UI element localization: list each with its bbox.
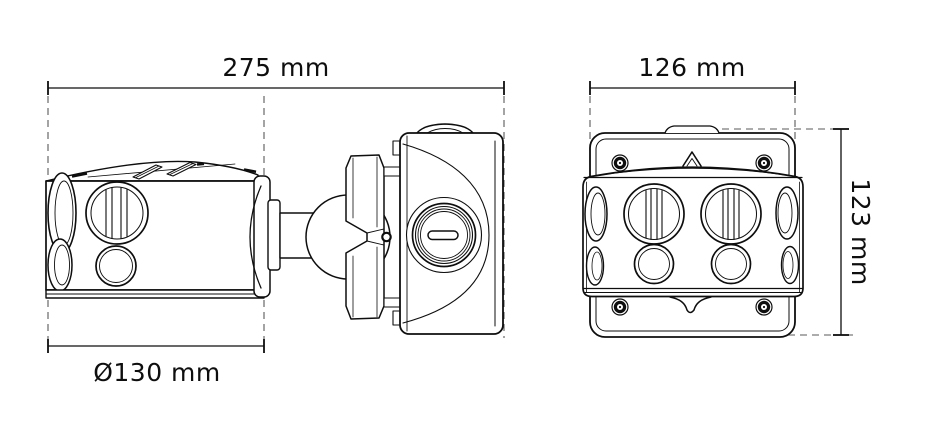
screw-bottom-left [611,298,629,316]
screw-top-right [755,154,773,172]
dim-overall-length: 275 mm [47,53,505,95]
side-view: 275 mm Ø130 mm [45,53,505,387]
screw-top-left [611,154,629,172]
dim-label-head-diameter: Ø130 mm [93,358,221,387]
camera-head-side [45,160,271,299]
bottom-tab [669,296,712,314]
junction-box-side [392,123,504,335]
mounting-screws [611,154,773,316]
dim-label-front-height: 123 mm [846,178,875,285]
dim-label-overall-length: 275 mm [222,53,329,82]
dim-front-height: 123 mm [833,128,875,336]
front-view: 126 mm 123 mm [582,53,875,338]
screw-bottom-right [755,298,773,316]
dim-label-front-width: 126 mm [638,53,745,82]
dim-head-diameter: Ø130 mm [47,339,265,387]
mounting-arm [267,154,402,320]
top-notch [682,151,702,167]
dim-front-width: 126 mm [589,53,796,95]
camera-head-front [582,166,804,298]
